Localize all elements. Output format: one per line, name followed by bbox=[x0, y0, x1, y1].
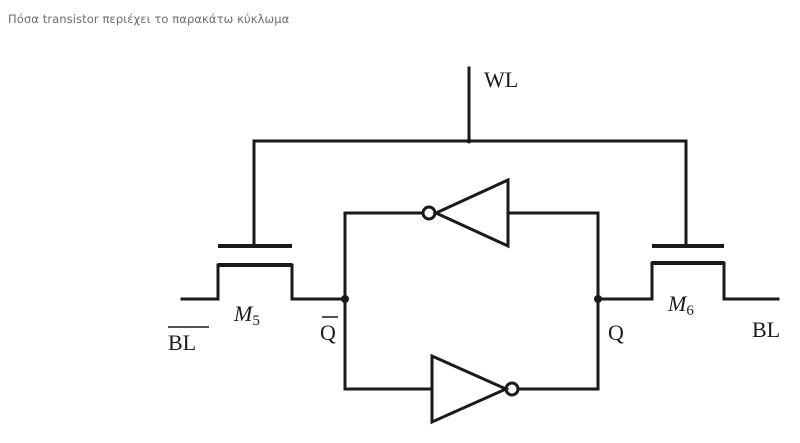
inverter-bottom bbox=[430, 353, 520, 425]
bl-bar-label: BL bbox=[168, 330, 196, 355]
m5-label: M5 bbox=[233, 301, 260, 329]
transistor-m6 bbox=[596, 244, 780, 301]
junction-q bbox=[594, 295, 602, 303]
wl-label: WL bbox=[484, 67, 518, 92]
inverter-loop-wires bbox=[343, 211, 600, 391]
junction-qbar bbox=[341, 295, 349, 303]
question-text: Πόσα transistor περιέχει το παρακάτω κύκ… bbox=[8, 12, 290, 26]
q-label: Q bbox=[608, 320, 624, 345]
transistor-m5 bbox=[180, 244, 347, 301]
m6-label: M6 bbox=[667, 291, 694, 319]
inverter-top bbox=[421, 177, 510, 249]
bl-label: BL bbox=[752, 317, 780, 342]
word-line bbox=[252, 66, 688, 247]
q-bar-label: Q bbox=[320, 320, 336, 345]
junction-wl bbox=[466, 138, 472, 144]
